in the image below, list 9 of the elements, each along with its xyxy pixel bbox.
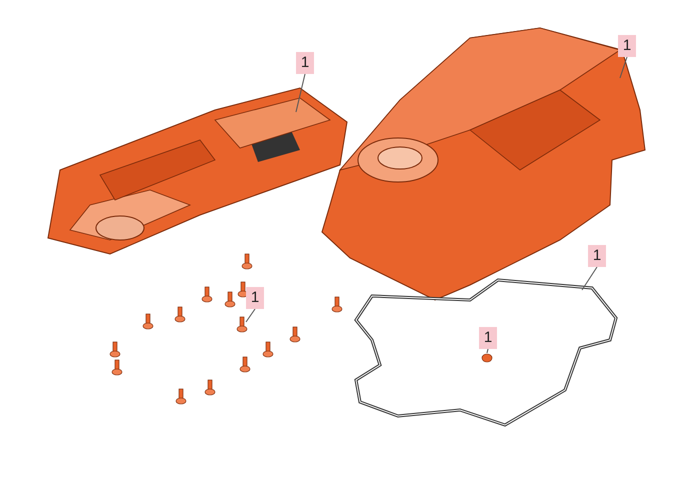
leader-line xyxy=(296,74,306,112)
leader-line xyxy=(486,348,488,354)
leader-line xyxy=(246,308,256,322)
callout-number: 1 xyxy=(588,245,606,267)
leader-line xyxy=(620,56,628,78)
housing-base-drawing xyxy=(45,85,350,257)
callout-number: 1 xyxy=(618,35,636,57)
callout-number: 1 xyxy=(296,52,314,74)
leader-line xyxy=(582,266,598,290)
